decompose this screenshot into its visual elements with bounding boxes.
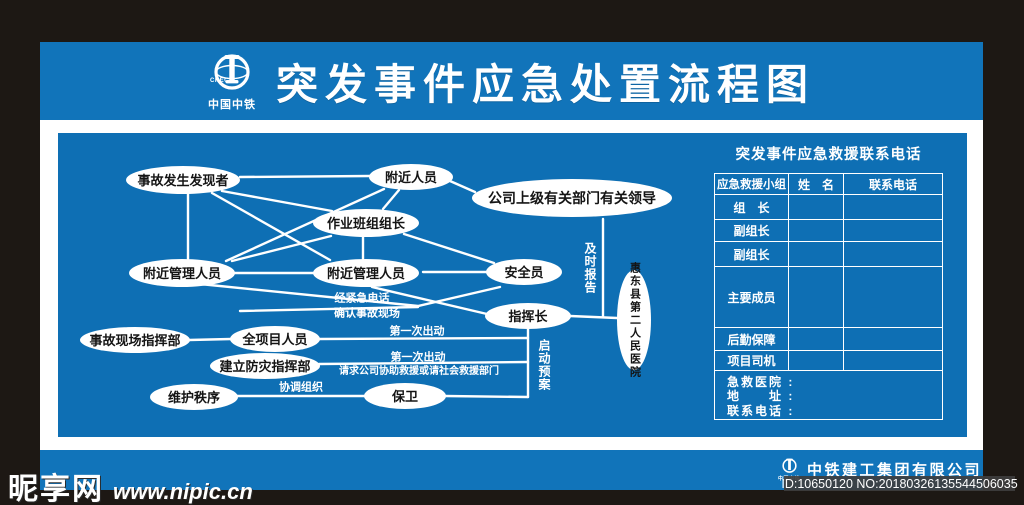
node-team-leader: 作业班组组长 [313,209,419,237]
flowchart-panel: 事故发生发现者 附近人员作业班组组长 公司上级有关部门有关领导附近管理人员 附近管理人… [58,133,967,437]
flow-connector [230,234,333,263]
label-request-rescue: 请求公司协助救援或请社会救援部门 [339,366,499,377]
flow-connector [210,191,332,262]
cell-group: 后勤保障 [715,328,789,350]
contact-table-row: 主要成员 [715,267,942,328]
label-first-dispatch-1: 第一次出动 [389,325,445,338]
contact-table-notes: 急救医院 :地 址 :联系电话 : [715,371,942,419]
flow-connector [238,305,420,313]
node-nearby-people: 附近人员 [369,164,453,190]
cell-name [789,242,844,266]
watermark-url: www.nipic.cn [113,479,253,504]
stock-id-overlay: ID:10650120 NO:20180326135544506035 [781,476,1018,491]
flow-connector [187,337,233,342]
col-header-name: 姓 名 [789,174,844,194]
contact-table-row: 组 长 [715,195,942,220]
node-safety-officer: 安全员 [486,259,562,285]
cell-phone [844,220,942,241]
cell-phone [844,242,942,266]
flow-connector [448,179,477,194]
node-accident-discoverer: 事故发生发现者 [126,166,240,194]
col-header-group: 应急救援小组 [715,174,789,194]
crec-emblem-icon: CREC [208,50,256,98]
label-confirm-scene: 确认事故现场 [334,307,400,320]
label-activate-plan: 启动预案 [537,339,551,391]
flow-connector [317,336,530,341]
contact-table-header: 应急救援小组 姓 名 联系电话 [715,174,942,195]
node-scene-command: 事故现场指挥部 [80,327,190,353]
cell-group: 主要成员 [715,267,789,327]
poster-title: 突发事件应急处置流程图 [275,60,815,108]
node-guard: 保卫 [364,383,446,409]
contact-table-row: 副组长 [715,220,942,242]
contact-table-row: 项目司机 [715,351,942,371]
crec-logo-label: 中国中铁 [207,99,256,111]
crec-logo: CREC 中国中铁 [208,50,256,112]
cell-name [789,351,844,370]
node-all-project-staff: 全项目人员 [230,326,320,352]
flow-connector [568,314,619,320]
flow-connector [381,188,401,211]
crec-emblem-small-icon [781,458,797,473]
contact-table: 应急救援小组 姓 名 联系电话 组 长副组长副组长主要成员后勤保障项目司机 急救… [714,173,943,420]
cell-group: 组 长 [715,195,789,219]
cell-name [789,195,844,219]
cell-phone [844,267,942,327]
cell-group: 副组长 [715,220,789,241]
node-nearby-manager-left: 附近管理人员 [129,259,235,287]
contact-note-line: 地 址 : [727,389,795,404]
cell-phone [844,351,942,370]
footer-company-name: 中铁建工集团有限公司 [807,462,983,479]
cell-phone [844,328,942,350]
flow-connector [220,189,334,213]
node-commander: 指挥长 [485,303,571,329]
label-coordinate: 协调组织 [279,381,323,394]
cell-name [789,267,844,327]
flow-connector [370,285,489,316]
contact-table-section: 突发事件应急救援联系电话 应急救援小组 姓 名 联系电话 组 长副组长副组长主要… [714,143,943,420]
contact-note-line: 联系电话 : [727,403,795,418]
watermark: 昵享网 www.nipic.cn [8,464,253,505]
flow-connector [402,232,496,265]
flow-connector [317,360,530,366]
contact-table-row: 后勤保障 [715,328,942,351]
cell-group: 项目司机 [715,351,789,370]
flow-connector [224,187,386,263]
label-emergency-call: 经紧急电话 [334,292,390,305]
node-nearby-manager-right: 附近管理人员 [313,259,419,287]
cell-name [789,220,844,241]
contact-table-row: 副组长 [715,242,942,267]
contact-table-title: 突发事件应急救援联系电话 [735,147,922,163]
label-timely-report: 及时报告 [583,242,597,294]
flow-connector [238,174,372,179]
node-company-leaders: 公司上级有关部门有关领导 [472,179,672,217]
node-hospital: 惠东县第二人民医院 [617,262,651,379]
col-header-phone: 联系电话 [868,177,917,192]
cell-phone [844,195,942,219]
node-maintain-order: 维护秩序 [150,384,238,410]
flow-connectors [186,174,619,399]
contact-note-line: 急救医院 : [727,375,795,389]
label-first-dispatch-2: 第一次出动 [390,351,446,364]
flow-connector [443,394,530,399]
cell-name [789,328,844,350]
poster-header: CREC 中国中铁 突发事件应急处置流程图 [40,42,983,120]
watermark-site-name: 昵享网 [8,473,104,505]
cell-group: 副组长 [715,242,789,266]
node-disaster-command: 建立防灾指挥部 [210,353,320,379]
crec-letters: CREC [209,78,229,84]
contact-table-body: 组 长副组长副组长主要成员后勤保障项目司机 [715,195,942,371]
